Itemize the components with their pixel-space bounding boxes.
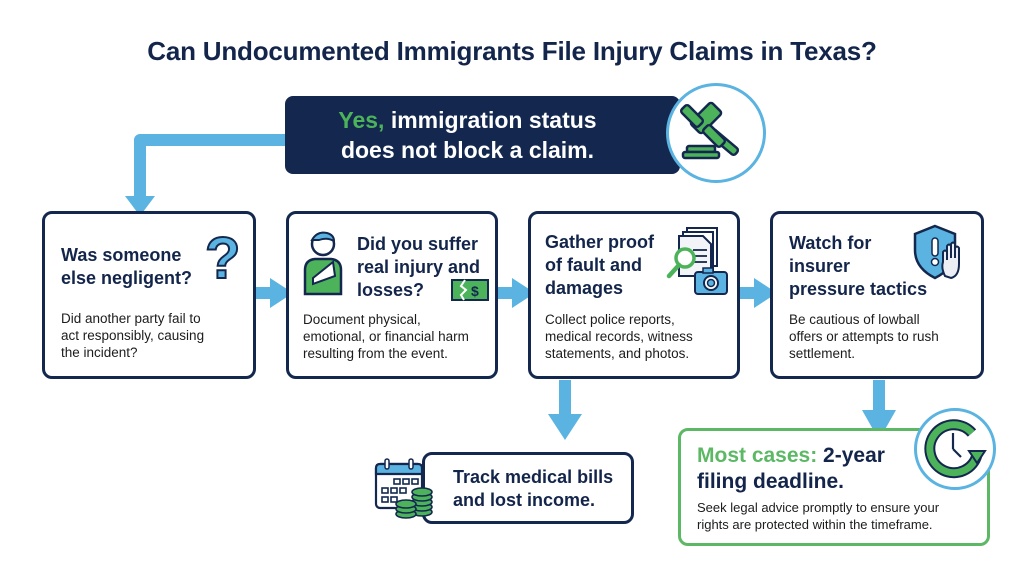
step4-body: Be cautious of lowball offers or attempt… — [789, 312, 939, 361]
svg-text:$: $ — [471, 283, 479, 299]
answer-banner: Yes, immigration status does not block a… — [285, 96, 680, 174]
arrow-step3-to-track — [559, 380, 571, 416]
deadline-highlight: Most cases: — [697, 444, 818, 467]
arrow-step4-to-deadline — [873, 380, 885, 412]
shield-warning-hand-icon — [911, 224, 973, 287]
deadline-heading: Most cases: 2-year filing deadline. — [697, 444, 885, 493]
step4-heading: Watch for insurer pressure tactics — [789, 233, 928, 299]
question-mark-icon: ? — [203, 225, 243, 293]
torn-money-icon: $ — [451, 278, 491, 307]
step3-body: Collect police reports, medical records,… — [545, 312, 693, 361]
arrow-head-step1 — [125, 196, 155, 216]
arrow-step1-to-step2 — [256, 287, 272, 299]
step-card-insurer: Watch for insurer pressure tactics Be ca… — [770, 211, 984, 379]
arrow-step3-to-step4 — [740, 287, 756, 299]
step1-body: Did another party fail to act responsibl… — [61, 311, 205, 360]
step3-heading: Gather proof of fault and damages — [545, 232, 655, 298]
banner-line1: Yes, immigration status — [338, 107, 597, 133]
step1-heading: Was someone else negligent? — [61, 245, 193, 288]
banner-line2: does not block a claim. — [340, 137, 595, 163]
step-card-proof: Gather proof of fault and damages Collec… — [528, 211, 740, 379]
arrow-banner-to-step1 — [134, 134, 286, 200]
svg-text:?: ? — [205, 228, 240, 288]
arrow-step2-to-step3 — [498, 287, 514, 299]
track-expenses-box: Track medical bills and lost income. — [422, 452, 634, 524]
track-text: Track medical bills and lost income. — [453, 467, 614, 510]
calendar-coins-icon — [374, 458, 440, 525]
gavel-icon — [666, 83, 766, 183]
page-title: Can Undocumented Immigrants File Injury … — [147, 36, 877, 66]
clock-refresh-icon — [914, 408, 996, 490]
step2-heading: Did you suffer real injury and losses? — [357, 234, 481, 300]
documents-magnifier-camera-icon — [665, 226, 731, 303]
banner-highlight: Yes, — [338, 107, 385, 133]
deadline-body: Seek legal advice promptly to ensure you… — [697, 500, 940, 532]
step-card-injury: Did you suffer real injury and losses? $… — [286, 211, 498, 379]
injured-person-icon — [299, 228, 349, 303]
step-card-negligence: Was someone else negligent? ? Did anothe… — [42, 211, 256, 379]
step2-body: Document physical, emotional, or financi… — [303, 312, 469, 361]
